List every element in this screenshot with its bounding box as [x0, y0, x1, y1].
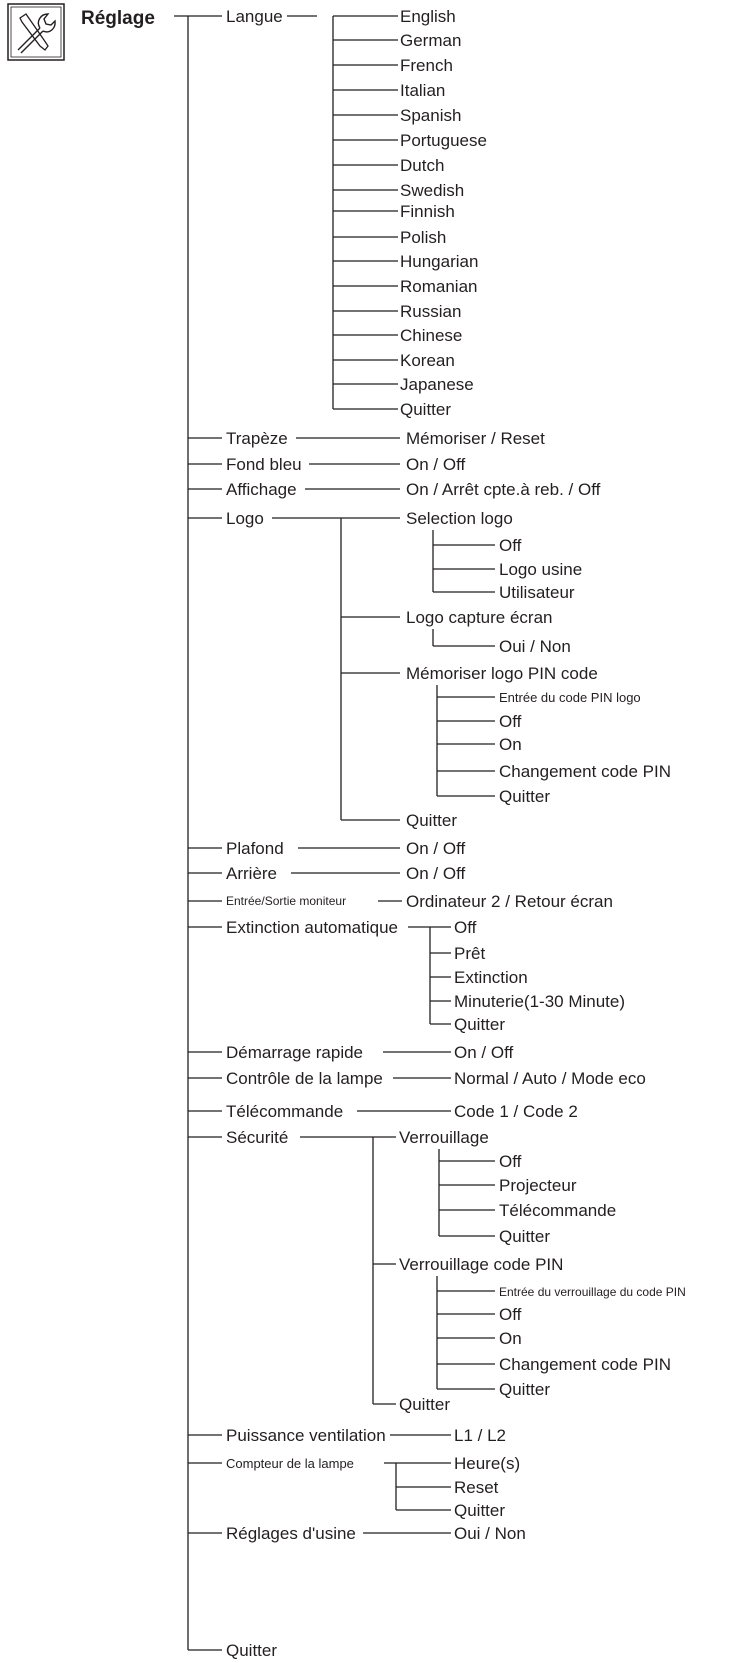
controle-lampe-value: Normal / Auto / Mode eco — [454, 1069, 646, 1088]
item-demarrage-rapide: Démarrage rapide — [226, 1043, 363, 1062]
pin-verrouillage-entry: Entrée du verrouillage du code PIN — [499, 1285, 686, 1299]
compteur-heures: Heure(s) — [454, 1454, 520, 1473]
lang-dutch: Dutch — [400, 156, 444, 175]
extinction-quitter: Quitter — [454, 1015, 505, 1034]
pin-verrouillage-change: Changement code PIN — [499, 1355, 671, 1374]
verrouillage-off: Off — [499, 1152, 522, 1171]
verrouillage-telecommande: Télécommande — [499, 1201, 616, 1220]
ventilation-value: L1 / L2 — [454, 1426, 506, 1445]
pin-logo-on: On — [499, 735, 522, 754]
pin-verrouillage-on: On — [499, 1329, 522, 1348]
affichage-value: On / Arrêt cpte.à reb. / Off — [406, 480, 601, 499]
lang-russian: Russian — [400, 302, 461, 321]
verrouillage-quitter: Quitter — [499, 1227, 550, 1246]
lang-german: German — [400, 31, 461, 50]
selection-logo-usine: Logo usine — [499, 560, 582, 579]
item-extinction-auto: Extinction automatique — [226, 918, 398, 937]
lang-chinese: Chinese — [400, 326, 462, 345]
entree-sortie-value: Ordinateur 2 / Retour écran — [406, 892, 613, 911]
extinction-pret: Prêt — [454, 944, 485, 963]
item-reglages-usine: Réglages d'usine — [226, 1524, 356, 1543]
item-plafond: Plafond — [226, 839, 284, 858]
item-controle-lampe: Contrôle de la lampe — [226, 1069, 383, 1088]
pin-verrouillage-off: Off — [499, 1305, 522, 1324]
securite-verrouillage-pin: Verrouillage code PIN — [399, 1255, 563, 1274]
lang-portuguese: Portuguese — [400, 131, 487, 150]
lang-hungarian: Hungarian — [400, 252, 478, 271]
lang-japanese: Japanese — [400, 375, 474, 394]
fond-bleu-value: On / Off — [406, 455, 465, 474]
logo-selection: Selection logo — [406, 509, 513, 528]
compteur-quitter: Quitter — [454, 1501, 505, 1520]
item-puissance-ventilation: Puissance ventilation — [226, 1426, 386, 1445]
verrouillage-projecteur: Projecteur — [499, 1176, 577, 1195]
trapeze-value: Mémoriser / Reset — [406, 429, 545, 448]
logo-capture: Logo capture écran — [406, 608, 553, 627]
lang-quitter: Quitter — [400, 400, 451, 419]
pin-logo-entry: Entrée du code PIN logo — [499, 690, 641, 705]
capture-oui-non: Oui / Non — [499, 637, 571, 656]
arriere-value: On / Off — [406, 864, 465, 883]
securite-quitter: Quitter — [399, 1395, 450, 1414]
item-quitter: Quitter — [226, 1641, 277, 1660]
lang-romanian: Romanian — [400, 277, 478, 296]
item-securite: Sécurité — [226, 1128, 288, 1147]
compteur-reset: Reset — [454, 1478, 499, 1497]
lang-english: English — [400, 7, 456, 26]
lang-spanish: Spanish — [400, 106, 461, 125]
pin-logo-quitter: Quitter — [499, 787, 550, 806]
item-logo: Logo — [226, 509, 264, 528]
wrench-screwdriver-icon — [7, 3, 65, 61]
logo-quitter: Quitter — [406, 811, 457, 830]
lang-italian: Italian — [400, 81, 445, 100]
lang-polish: Polish — [400, 228, 446, 247]
selection-utilisateur: Utilisateur — [499, 583, 575, 602]
pin-logo-change: Changement code PIN — [499, 762, 671, 781]
item-telecommande: Télécommande — [226, 1102, 343, 1121]
item-affichage: Affichage — [226, 480, 297, 499]
lang-french: French — [400, 56, 453, 75]
item-fond-bleu: Fond bleu — [226, 455, 302, 474]
item-langue: Langue — [226, 7, 283, 26]
extinction-off: Off — [454, 918, 477, 937]
lang-finnish: Finnish — [400, 202, 455, 221]
pin-verrouillage-quitter: Quitter — [499, 1380, 550, 1399]
menu-title: Réglage — [81, 8, 155, 29]
telecommande-value: Code 1 / Code 2 — [454, 1102, 578, 1121]
item-arriere: Arrière — [226, 864, 277, 883]
selection-off: Off — [499, 536, 522, 555]
plafond-value: On / Off — [406, 839, 465, 858]
demarrage-value: On / Off — [454, 1043, 513, 1062]
item-trapeze: Trapèze — [226, 429, 288, 448]
menu-labels: Langue English German French Italian Spa… — [226, 7, 686, 1660]
lang-korean: Korean — [400, 351, 455, 370]
pin-logo-off: Off — [499, 712, 522, 731]
logo-memoriser-pin: Mémoriser logo PIN code — [406, 664, 598, 683]
reglages-usine-value: Oui / Non — [454, 1524, 526, 1543]
item-entree-sortie: Entrée/Sortie moniteur — [226, 894, 346, 908]
extinction-extinction: Extinction — [454, 968, 528, 987]
tree-connectors — [174, 15, 495, 1651]
item-compteur-lampe: Compteur de la lampe — [226, 1456, 354, 1471]
lang-swedish: Swedish — [400, 181, 464, 200]
extinction-minuterie: Minuterie(1-30 Minute) — [454, 992, 625, 1011]
securite-verrouillage: Verrouillage — [399, 1128, 489, 1147]
